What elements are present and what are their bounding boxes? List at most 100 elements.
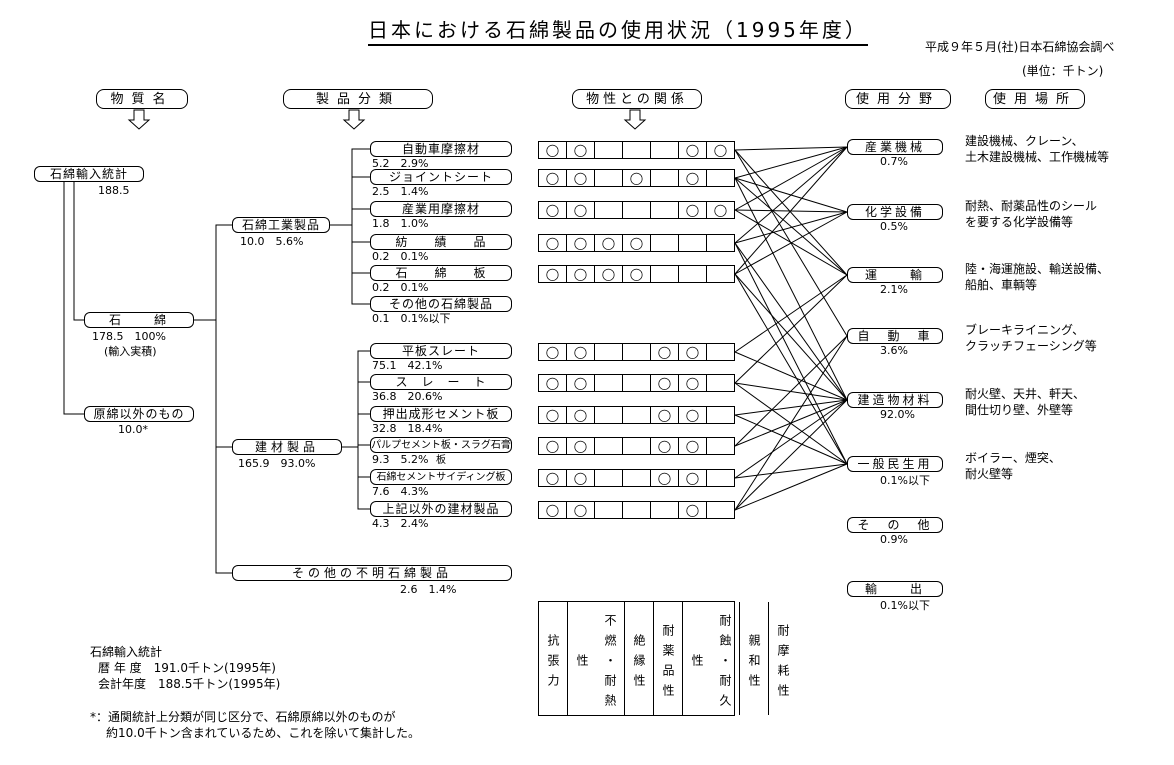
property-cell [707,266,734,282]
property-cell [707,470,734,486]
property-cell [679,235,707,251]
property-column-label: 耐蝕・耐久性 [683,602,740,715]
field-place: ボイラー、煙突、 耐火壁等 [965,451,1061,481]
property-cell: ◯ [713,143,728,157]
property-column-label: 親和性 [740,602,769,715]
connector-line [734,399,848,479]
property-cell: ◯ [679,502,707,518]
property-cell [595,502,623,518]
property-cell [707,235,734,251]
connector-line [734,242,848,401]
property-cell [651,235,679,251]
other-material-box: 原綿以外のもの [84,406,194,422]
property-cell: ◯ [539,438,567,454]
import-stats-box: 石綿輸入統計 [34,166,144,182]
property-cell: ◯ [679,142,707,158]
property-row: ◯◯◯◯ [538,469,735,487]
property-cell: ◯ [539,470,567,486]
connector-line [357,447,370,510]
connector-line [734,177,848,276]
property-cell [651,170,679,186]
property-cell: ◯ [679,470,707,486]
footnote-line-1: *：通関統計上分類が同じ区分で、石綿原綿以外のものが [90,710,396,724]
property-cell [595,202,623,218]
product-value: 1.8 1.0% [372,217,429,230]
down-arrow-icon [623,109,647,130]
property-cell [679,266,707,282]
import-stats-value: 188.5 [98,184,130,197]
product-value: 36.8 20.6% [372,390,443,403]
field-box: 産業機械 [847,139,943,155]
connector-line [734,273,848,401]
product-value: 0.2 0.1% [372,250,429,263]
notes-stats-title: 石綿輸入統計 [90,645,163,659]
property-row: ◯◯◯◯ [538,374,735,392]
property-cell [595,407,623,423]
asbestos-note: (輸入実積) [104,345,157,358]
property-cell [595,142,623,158]
connector-line [734,211,848,275]
property-cell: ◯ [539,344,567,360]
connector-line [734,146,848,211]
down-arrow-icon [342,109,366,130]
property-cell: ◯ [539,142,567,158]
property-cell: ◯ [539,502,567,518]
connector-line [734,273,848,465]
property-cell [595,170,623,186]
connector-line [734,463,848,479]
property-cell [623,202,651,218]
property-cell: ◯ [567,142,595,158]
connector-line [734,146,848,179]
category-industrial-value: 10.0 5.6% [240,235,304,248]
property-cell: ◯ [567,202,595,218]
connector-line [734,351,848,401]
category-other: その他の不明石綿製品 [232,565,512,581]
connector-line [215,320,232,448]
product-box: 石綿セメントサイディング板 [370,469,512,485]
field-place: 耐熱、耐薬品性のシール を要する化学設備等 [965,199,1098,229]
property-cell: ◯ [567,502,595,518]
property-cell [595,438,623,454]
property-row: ◯◯◯◯ [538,141,735,159]
product-box: 平板スレート [370,343,512,359]
product-value: 2.5 1.4% [372,185,429,198]
property-cell: ◯ [567,438,595,454]
property-cell: ◯ [651,344,679,360]
property-cell [651,266,679,282]
property-cell: ◯ [679,438,707,454]
field-box: 輸 出 [847,581,943,597]
connector-line [194,224,232,321]
product-value: 7.6 4.3% [372,485,429,498]
connector-line [734,146,848,244]
product-box: 石 綿 板 [370,265,512,281]
connector-line [330,148,370,226]
property-cell: ◯ [567,266,595,282]
connector-line [215,447,232,574]
property-cell: ◯ [679,407,707,423]
property-cell: ◯ [539,407,567,423]
connector-line [734,146,848,275]
connector-line [357,413,370,447]
field-value: 0.9% [880,533,908,546]
connector-line [63,182,84,415]
connector-line [351,176,370,225]
property-column-label: 耐薬品性 [654,602,683,715]
field-box: 化学設備 [847,204,943,220]
connector-line [351,225,370,305]
property-row: ◯◯◯ [538,501,735,519]
field-value: 92.0% [880,408,915,421]
property-cell [623,142,651,158]
connector-line [734,274,848,384]
property-cell: ◯ [651,470,679,486]
property-cell: ◯ [679,202,707,218]
property-cell: ◯ [567,235,595,251]
property-cell [707,438,734,454]
product-value: 5.2 2.9% [372,157,429,170]
field-box: そ の 他 [847,517,943,533]
property-cell [707,375,734,391]
field-box: 自 動 車 [847,328,943,344]
property-cell: ◯ [567,470,595,486]
property-cell: ◯ [679,170,707,186]
property-cell [623,438,651,454]
connector-line [734,399,848,416]
